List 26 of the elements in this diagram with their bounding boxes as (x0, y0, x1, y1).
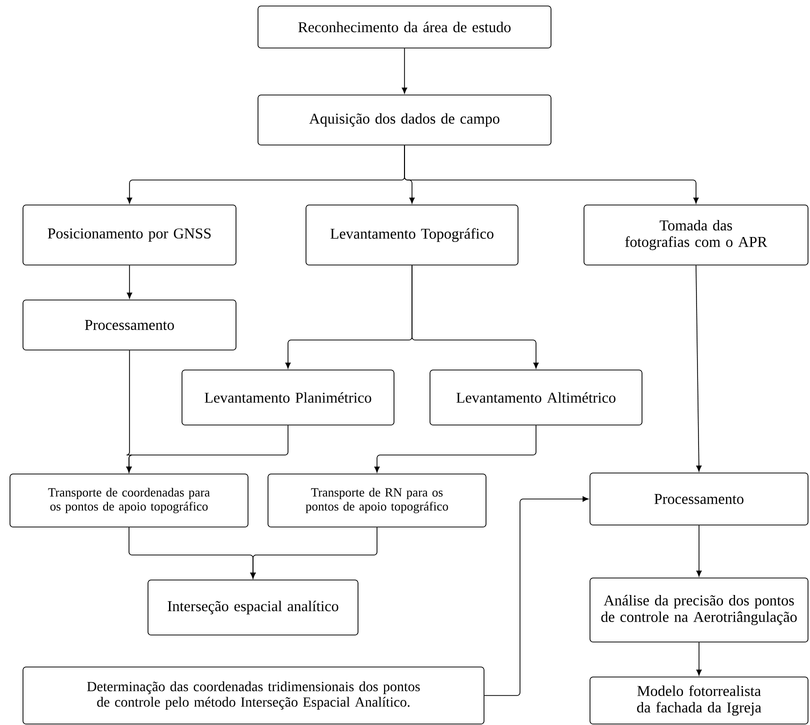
process-box: Transporte de RN para os pontos de apoio topográfico (268, 474, 486, 528)
process-box: Transporte de coordenadas para os pontos de apoio topográfico (10, 474, 248, 528)
process-box: Processamento (22, 300, 236, 350)
process-box: Modelo fotorrealista da fachada da Igreja (590, 676, 808, 724)
process-box: Aquisição dos dados de campo (258, 94, 552, 146)
arrow (126, 265, 132, 299)
process-box: Tomada das fotografias com o APR (584, 204, 808, 266)
arrow (374, 425, 536, 473)
arrow (484, 496, 589, 696)
process-box: Levantamento Planimétrico (182, 370, 394, 426)
arrow (696, 525, 702, 577)
arrow (404, 145, 699, 204)
arrow (250, 527, 378, 579)
process-box: Levantamento Altimétrico (430, 370, 642, 426)
process-box: Análise da precisão dos pontos de controle na Aerotriângulação (590, 578, 808, 642)
process-box: Reconhecimento da área de estudo (258, 6, 552, 48)
process-box: Posicionamento por GNSS (22, 204, 236, 266)
arrow (696, 642, 702, 676)
arrow (402, 48, 408, 94)
process-box: Levantamento Topográfico (306, 204, 518, 266)
process-box: Determinação das coordenadas tridimensionais dos pontos de controle pelo método Interseção Espacial Analítico. (22, 666, 484, 724)
arrow (412, 265, 539, 369)
arrow (126, 425, 288, 473)
arrow (696, 265, 702, 472)
process-box: Interseção espacial analítico (148, 580, 358, 636)
process-box: Processamento (590, 472, 808, 526)
